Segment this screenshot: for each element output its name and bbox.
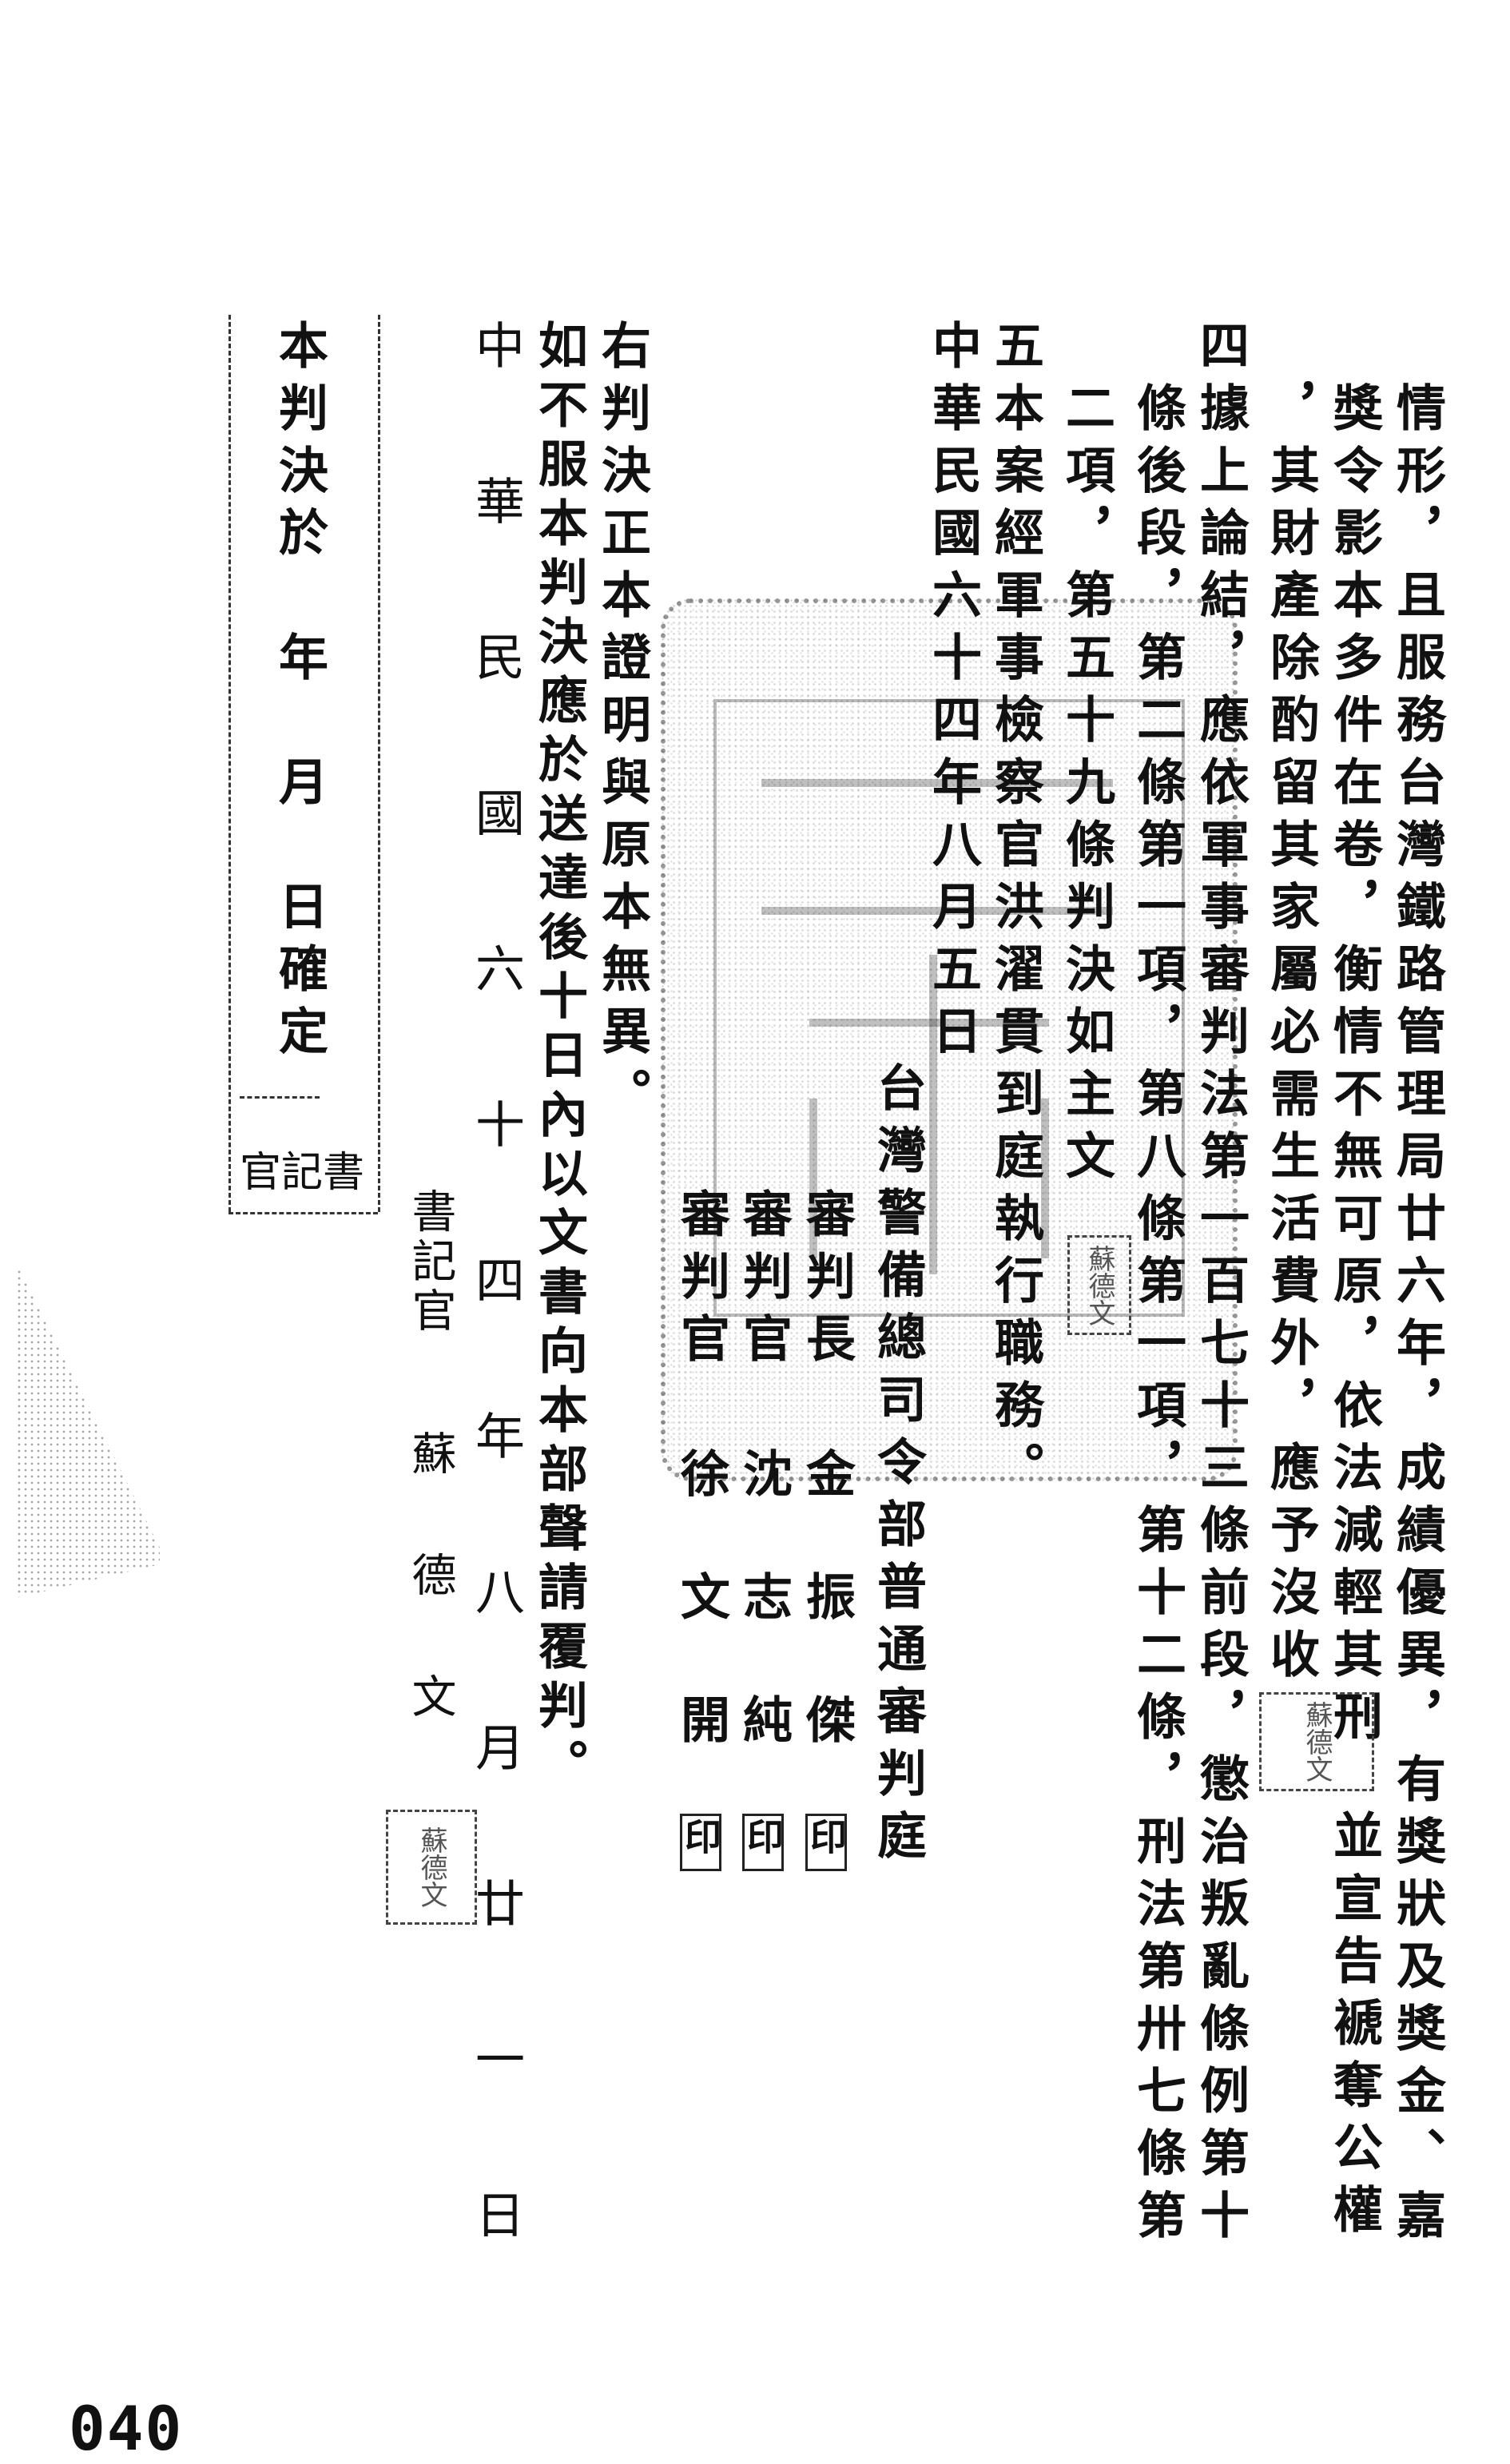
clerk-seal-stamp: 蘇德文 (1259, 1692, 1374, 1791)
finality-statement: 本判決於 年 月 日確定 (270, 320, 328, 1067)
appeal-notice: 如不服本判決應於送達後十日內以文書向本部聲請覆判。 (530, 320, 588, 1798)
clerk-seal-stamp: 蘇德文 (386, 1810, 477, 1925)
judgment-text-column: 並宣告褫奪公權 (1325, 1810, 1383, 2246)
box-border (228, 315, 231, 1212)
judge-title: 審判官 (672, 1188, 730, 1375)
clerk-name: 蘇德文 (404, 1430, 456, 1794)
box-border (378, 315, 380, 1212)
judge-seal: 印 (738, 1814, 788, 1871)
judge-seal: 印 (801, 1814, 851, 1871)
judgment-text-column: 五本案經軍事檢察官洪濯貫到庭執行職務。 (986, 320, 1044, 1504)
judgment-text-column: 情形，且服務台灣鐵路管理局廿六年，成績優異，有獎狀及獎金、嘉 (1388, 382, 1446, 2251)
judge-seal: 印 (676, 1814, 725, 1871)
clerk-title: 書記官 (404, 1188, 456, 1337)
judge-name: 沈志純 (734, 1448, 793, 1817)
clerk-seal-stamp: 蘇德文 (1067, 1235, 1131, 1335)
court-name: 台灣警備總司令部普通審判庭 (868, 1062, 927, 1872)
judgment-text-column: 二項，第五十九條判決如主文 (1057, 382, 1115, 1192)
judge-name: 徐文開 (672, 1448, 730, 1817)
judgment-text-column: ，其財產除酌留其家屬必需生活費外，應予沒收 (1262, 382, 1320, 1691)
finality-clerk-label: 書記官 (240, 1149, 365, 1197)
box-divider (240, 1096, 320, 1099)
judge-name: 金振傑 (797, 1448, 856, 1817)
judge-title: 審判長 (797, 1188, 856, 1375)
corner-stamp (16, 1262, 160, 1598)
page-number: 040 (69, 2393, 184, 2464)
certification-line: 右判決正本證明與原本無異。 (593, 320, 651, 1130)
judgment-text-column: 四據上論結，應依軍事審判法第一百七十三條前段，懲治叛亂條例第十 (1191, 320, 1250, 2251)
judgment-date: 中華民國六十四年八月五日 (924, 320, 982, 1067)
court-seal-stamp (661, 598, 1238, 1481)
box-divider (228, 1212, 378, 1214)
judgment-text-column: 獎令影本多件在卷，衡情不無可原，依法減輕其刑 (1325, 382, 1383, 1753)
seal-border (713, 699, 1185, 1317)
judgment-text-column: 條後段，第二條第一項，第八條第一項，第十二條，刑法第卅七條第 (1128, 382, 1186, 2251)
judge-title: 審判官 (734, 1188, 793, 1375)
certification-date: 中華民國六十四年八月廿一日 (467, 320, 525, 2345)
